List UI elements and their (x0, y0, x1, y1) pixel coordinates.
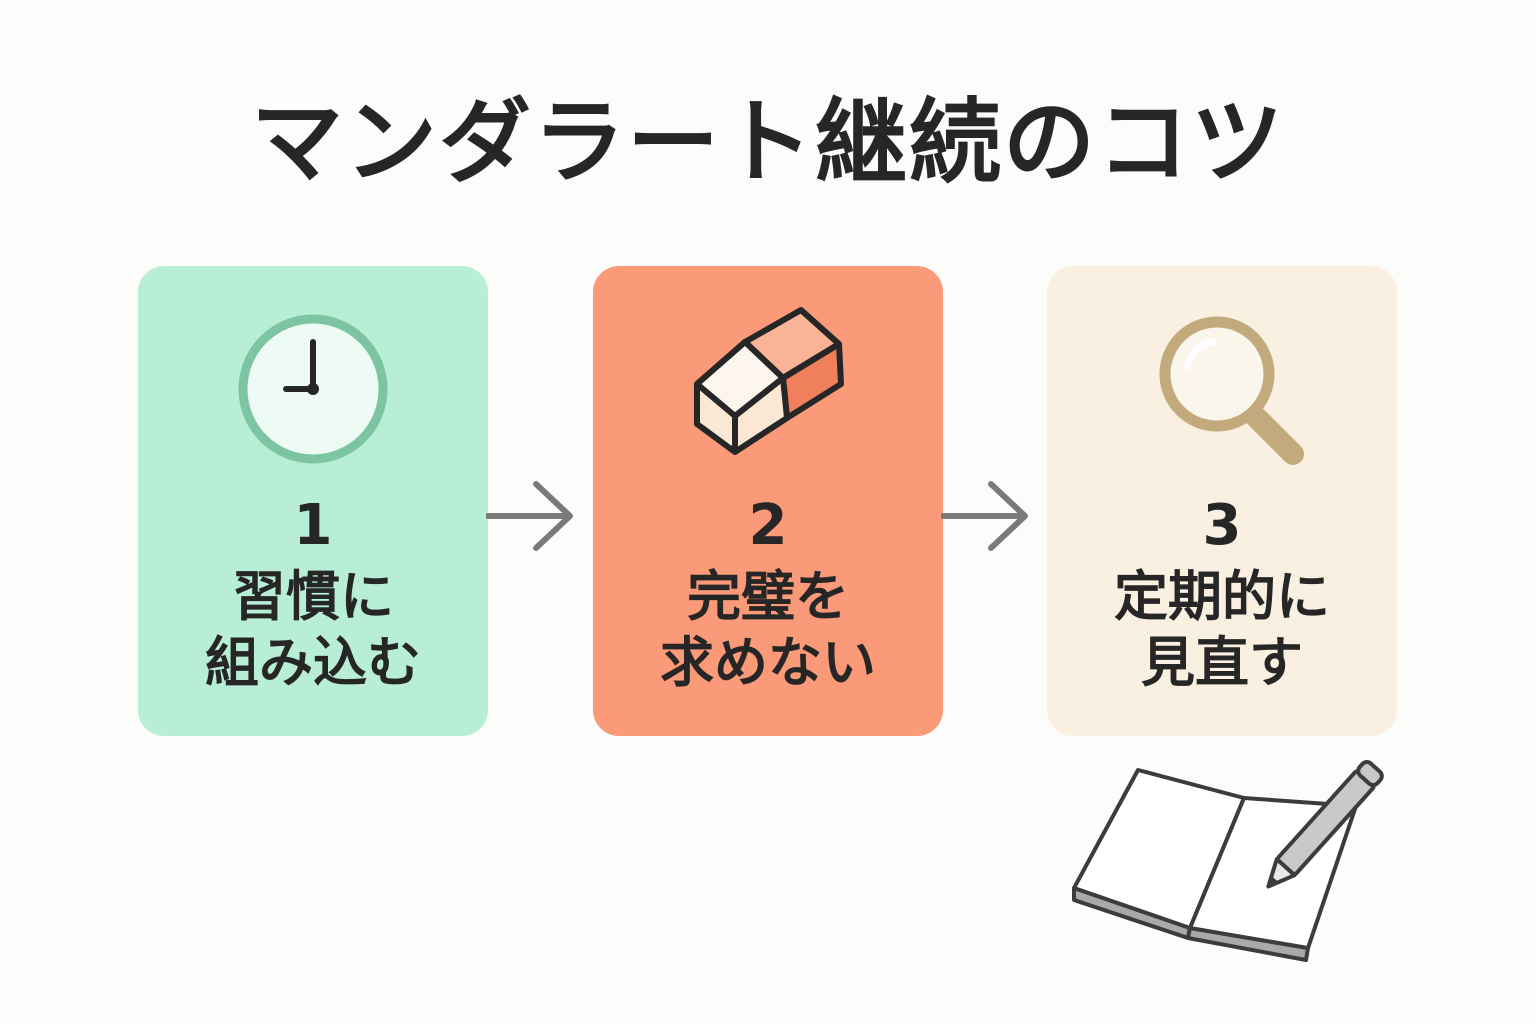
step-label-line1: 完璧を (687, 565, 849, 628)
step-number: 1 (293, 493, 333, 558)
step-label: 定期的に 見直す (1047, 564, 1397, 696)
step-number: 2 (748, 493, 788, 558)
step-label-line1: 習慣に (232, 565, 394, 628)
clock-icon (138, 304, 488, 474)
arrow-right-icon (940, 478, 1051, 554)
step-label: 習慣に 組み込む (138, 564, 488, 696)
step-number: 3 (1202, 493, 1242, 558)
page-title: マンダラート継続のコツ (250, 89, 1285, 196)
notebook-with-pencil-icon (1066, 760, 1446, 980)
eraser-icon (593, 304, 943, 474)
step-card-1: 1 習慣に 組み込む (138, 266, 488, 736)
magnifier-icon (1047, 304, 1397, 474)
step-label-line2: 見直す (1141, 631, 1303, 694)
step-card-3: 3 定期的に 見直す (1047, 266, 1397, 736)
step-label: 完璧を 求めない (593, 564, 943, 696)
step-label-line2: 求めない (660, 631, 876, 694)
arrow-right-icon (485, 478, 596, 554)
step-card-2: 2 完璧を 求めない (593, 266, 943, 736)
step-label-line1: 定期的に (1114, 565, 1330, 628)
step-label-line2: 組み込む (205, 631, 421, 694)
